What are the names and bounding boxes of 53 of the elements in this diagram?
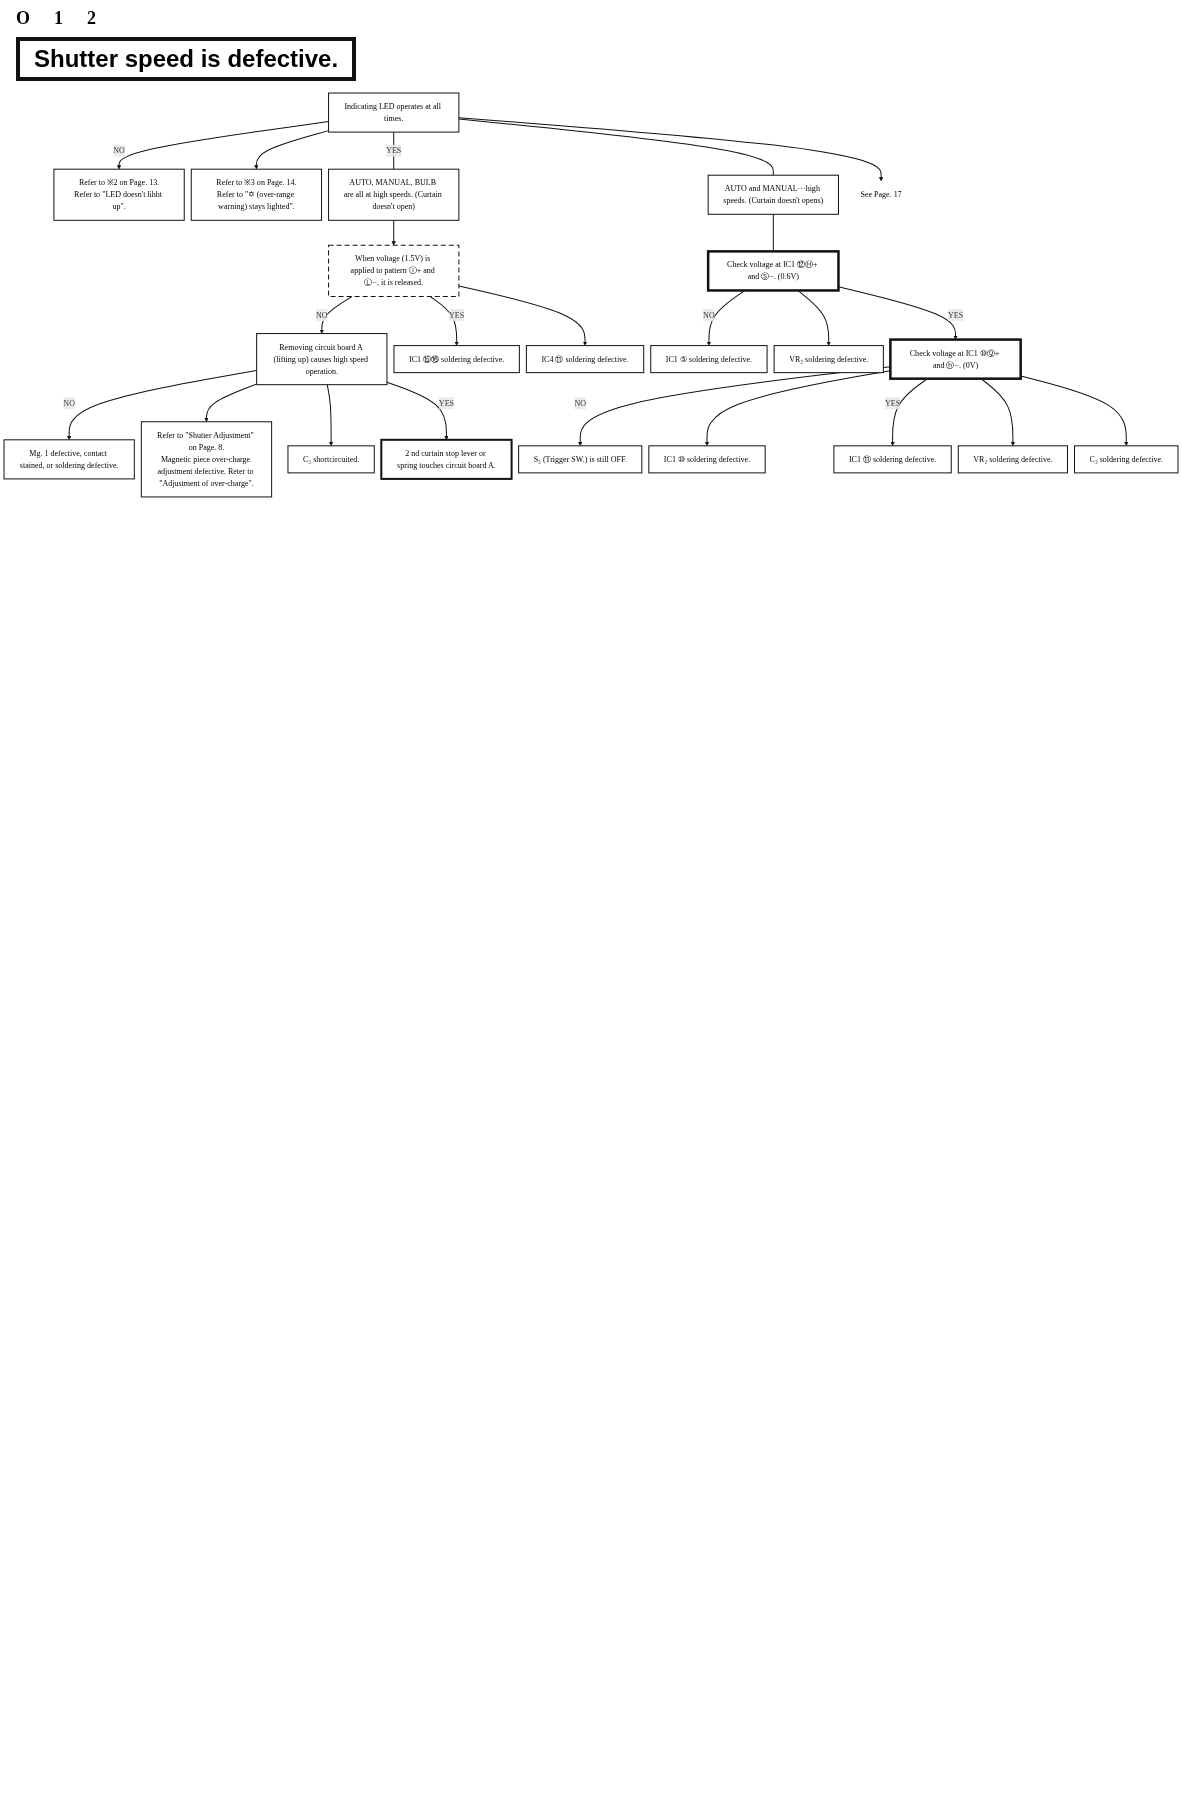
section-number: 1 [54, 8, 63, 29]
node-box: Removing circuit board A (lifting up) causes high speed operation. [256, 333, 388, 386]
node-box: IC1 ⑤ soldering defective. [650, 345, 768, 374]
arrow [254, 130, 330, 170]
connector [772, 213, 774, 252]
arrow [458, 285, 588, 346]
node-box: Check voltage at IC1 ⑫Ⓗ+ and Ⓢ−. (0.6V) [706, 250, 840, 292]
arrow [116, 121, 330, 170]
node-box: Indicating LED operates at all times. [328, 92, 460, 133]
edge-label: YES [449, 310, 465, 320]
node-text: See Page. 17 [860, 190, 902, 199]
arrow [429, 296, 459, 346]
node-box: VR₂ soldering defective. [957, 445, 1068, 474]
node-box: IC1 ⑪ soldering defective. [833, 445, 952, 474]
node-box: AUTO, MANUAL, BULB are all at high speeds. (Curtain doesn't open) [328, 168, 460, 221]
edge-label: NO [574, 398, 586, 408]
edge-label: NO [316, 310, 328, 320]
edge-label: NO [703, 310, 715, 320]
node-box: VR₂ soldering defective. [773, 345, 884, 374]
node-box: Refer to ※3 on Page. 14. Refer to "✡ (over-range warning) stays lighted". [190, 168, 323, 221]
arrow [326, 384, 334, 447]
node-box: Mg. 1 defective, contact stained, or soldering defective. [3, 439, 135, 480]
node-box: Check voltage at IC1 ⑩Ⓠ+ and ⓗ−. (0V) [889, 338, 1022, 380]
node-box: IC1 ⑩ soldering defective. [648, 445, 766, 474]
edge-label: YES [885, 398, 901, 408]
arrow [66, 370, 258, 440]
node-box: Refer to "Shutter Adjustment" on Page. 8. Magnetic piece over-charge adjustment defective. Reter to "Adjustment of over-charge". [140, 421, 273, 498]
arrow [319, 296, 353, 334]
node-box: IC1 ⑮⑯ soldering defective. [393, 345, 520, 374]
arrow [386, 381, 449, 440]
edge-label: NO [63, 398, 75, 408]
arrow [980, 378, 1016, 447]
node-box: C₃ shortcircuited. [287, 445, 375, 474]
arrow [458, 117, 884, 182]
node-box: IC4 ⑪ soldering defective. [525, 345, 645, 374]
node-box: S₃ (Trigger SW.) is still OFF. [518, 445, 643, 474]
section-number: 2 [87, 8, 96, 29]
edge-label: NO [113, 146, 125, 155]
connector [458, 118, 774, 176]
node-box: AUTO and MANUAL···high speeds. (Curtain doesn't opens) [707, 174, 839, 215]
edge-label: YES [438, 398, 455, 408]
node-box: Refer to ※2 on Page. 13. Refer to "LED doesn't lihht up". [53, 168, 185, 221]
arrow [1020, 375, 1129, 447]
edge-label: YES [947, 310, 964, 320]
section-number: O [16, 8, 30, 29]
arrow [391, 219, 396, 246]
arrow [704, 370, 891, 447]
node-box: When voltage (1.5V) is applied to pattern Ⓘ+ and Ⓛ−, it is released. [328, 244, 460, 297]
edge-label: YES [386, 146, 402, 155]
node-box: C₂ soldering defective. [1074, 445, 1179, 474]
arrow [204, 383, 258, 422]
node-box: 2 nd curtain stop lever or spring touches circuit board A. [380, 438, 513, 480]
title-box: Shutter speed is defective. [16, 37, 357, 81]
